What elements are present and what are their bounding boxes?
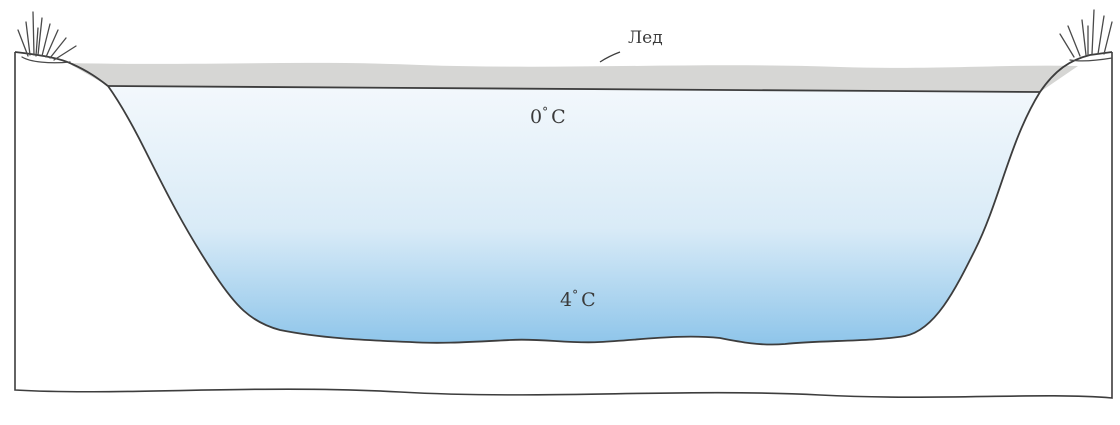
bottom-temperature-value: 4 — [560, 289, 572, 311]
ice-label: Лед — [628, 28, 663, 48]
surface-temperature-value: 0 — [530, 106, 542, 128]
grass-right-icon — [1059, 9, 1113, 62]
ground-outline — [14, 52, 1113, 399]
grass-left-icon — [17, 11, 77, 64]
bottom-temperature-degree: ° — [572, 288, 578, 302]
ice-leader-line — [599, 51, 621, 63]
surface-temperature-degree: ° — [542, 105, 548, 119]
bottom-temperature-label: 4°С — [560, 288, 596, 311]
water-body — [108, 86, 1040, 345]
ice-layer — [68, 62, 1078, 92]
lake-bed-line — [14, 51, 1113, 346]
surface-temperature-label: 0°С — [530, 105, 566, 128]
water-surface-line — [107, 85, 1041, 93]
bottom-temperature-unit: С — [581, 289, 596, 311]
surface-temperature-unit: С — [551, 106, 566, 128]
